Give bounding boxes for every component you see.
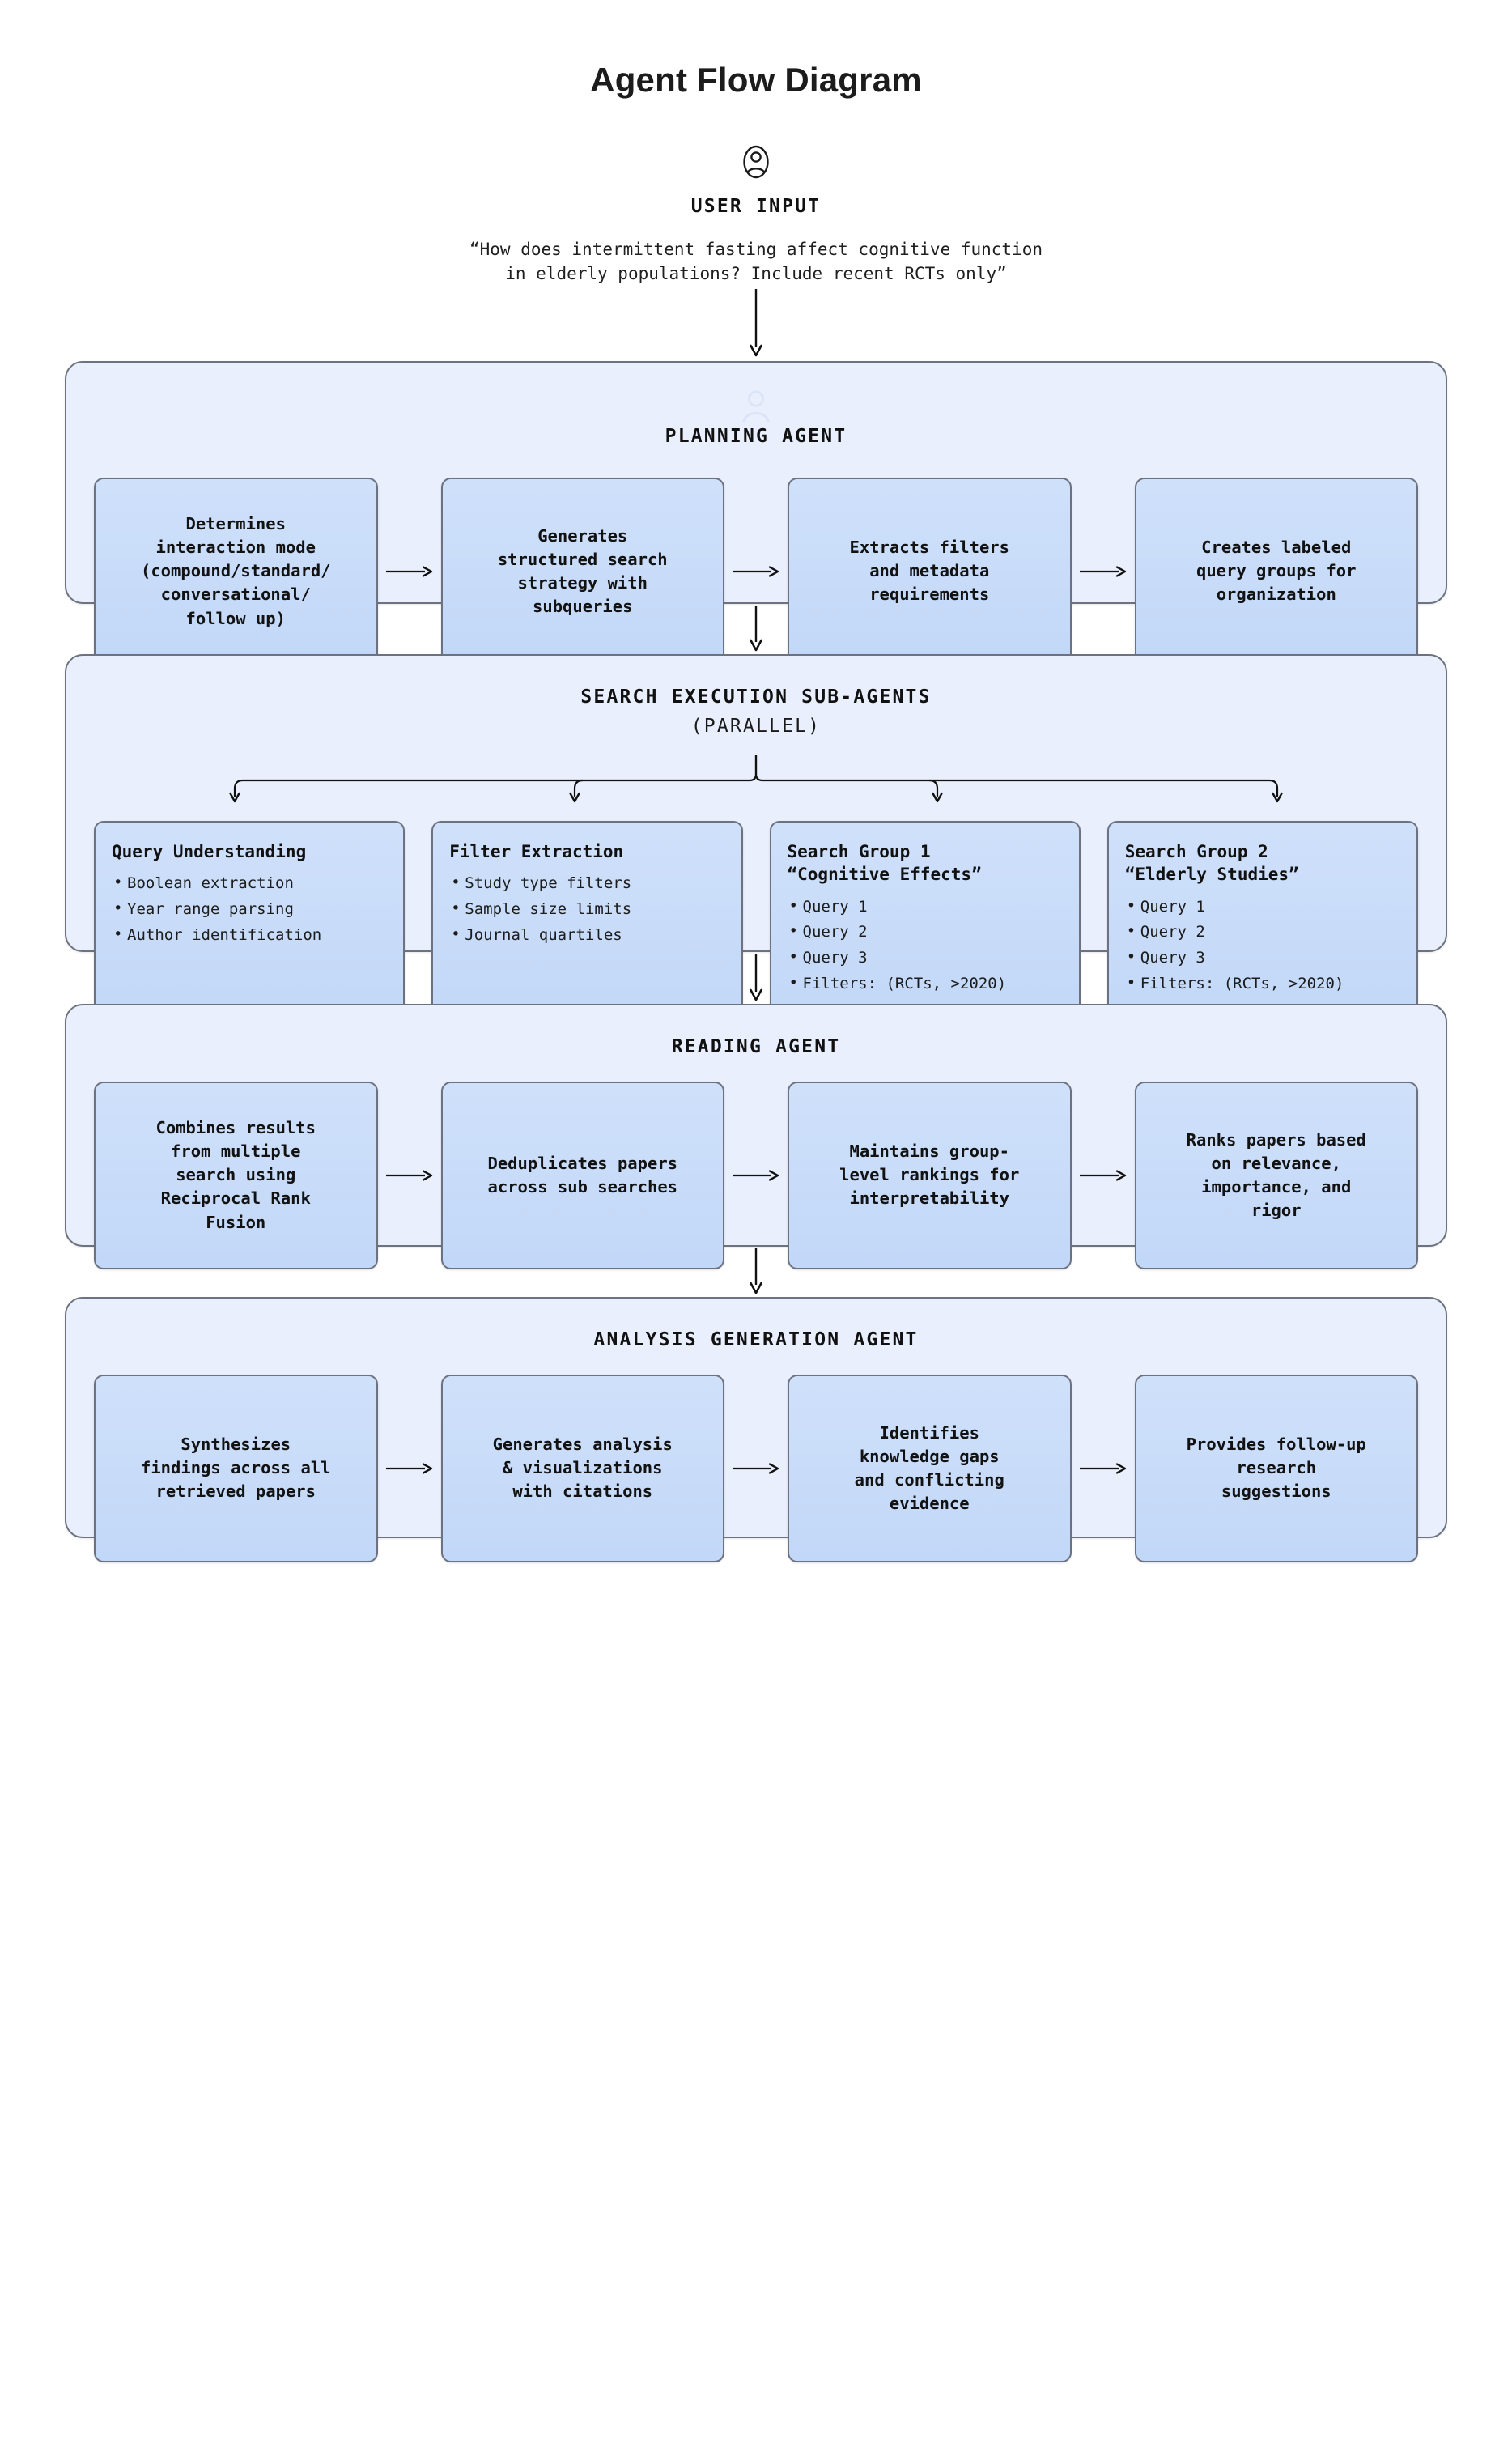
list-item: Query 3 <box>1125 945 1400 971</box>
arrow-right-icon <box>724 1082 788 1269</box>
connector-planning-to-search <box>0 604 1512 654</box>
arrow-right-icon <box>724 1375 788 1562</box>
fanout-branch-connector <box>66 754 1446 811</box>
card-item-list: Boolean extraction Year range parsing Au… <box>112 870 387 949</box>
step-box: Deduplicates papers across sub searches <box>440 1081 724 1269</box>
list-item: Query 2 <box>788 919 1063 946</box>
list-item: Study type filters <box>449 870 724 897</box>
step-box: Maintains group- level rankings for inte… <box>788 1081 1072 1269</box>
section-title-analysis: ANALYSIS GENERATION AGENT <box>593 1328 919 1350</box>
arrow-right-icon <box>1072 478 1135 665</box>
card-item-list: Study type filters Sample size limits Jo… <box>449 870 724 949</box>
user-input-label: USER INPUT <box>690 196 822 217</box>
connector-user-to-planning <box>0 287 1512 361</box>
list-item: Query 1 <box>1125 894 1400 920</box>
section-reading-agent: READING AGENT Combines results from mult… <box>65 1003 1447 1269</box>
subagent-card: Search Group 2 “Elderly Studies” Query 1… <box>1106 820 1418 1022</box>
arrow-right-icon <box>724 478 788 665</box>
list-item: Year range parsing <box>112 896 387 923</box>
list-item: Query 3 <box>788 945 1063 971</box>
list-item: Journal quartiles <box>449 922 724 949</box>
section-search-execution: SEARCH EXECUTION SUB-AGENTS (PARALLEL) Q… <box>65 653 1447 1022</box>
reading-step-row: Combines results from multiple search us… <box>66 1081 1446 1269</box>
card-item-list: Query 1 Query 2 Query 3 Filters: (RCTs, … <box>788 894 1063 998</box>
page-title: Agent Flow Diagram <box>590 61 922 99</box>
planning-step-row: Determines interaction mode (compound/st… <box>66 477 1446 665</box>
arrow-right-icon <box>378 1082 441 1269</box>
list-item: Sample size limits <box>449 896 724 923</box>
subagent-card-row: Query Understanding Boolean extraction Y… <box>66 820 1446 1022</box>
arrow-right-icon <box>1072 1375 1135 1562</box>
section-analysis-generation-agent: ANALYSIS GENERATION AGENT Synthesizes fi… <box>65 1296 1447 1562</box>
arrow-right-icon <box>1072 1082 1135 1269</box>
card-title: Query Understanding <box>112 841 307 861</box>
list-item: Query 2 <box>1125 919 1400 946</box>
step-box: Combines results from multiple search us… <box>94 1081 378 1269</box>
step-box: Provides follow-up research suggestions <box>1134 1374 1418 1562</box>
card-title: Search Group 1 “Cognitive Effects” <box>787 841 982 885</box>
connector-search-to-reading <box>0 952 1512 1004</box>
section-planning-agent: PLANNING AGENT Determines interaction mo… <box>65 360 1447 665</box>
list-item: Author identification <box>112 922 387 949</box>
step-box: Synthesizes findings across all retrieve… <box>94 1374 378 1562</box>
section-title-reading: READING AGENT <box>671 1035 841 1057</box>
arrow-right-icon <box>378 478 441 665</box>
card-title: Filter Extraction <box>449 841 624 861</box>
step-box: Identifies knowledge gaps and conflictin… <box>788 1374 1072 1562</box>
subagent-card: Query Understanding Boolean extraction Y… <box>94 820 406 1022</box>
list-item: Query 1 <box>788 894 1063 920</box>
step-box: Creates labeled query groups for organiz… <box>1134 477 1418 665</box>
section-title-search: SEARCH EXECUTION SUB-AGENTS <box>580 686 932 708</box>
subagent-card: Filter Extraction Study type filters Sam… <box>431 820 743 1022</box>
card-item-list: Query 1 Query 2 Query 3 Filters: (RCTs, … <box>1125 894 1400 998</box>
list-item: Boolean extraction <box>112 870 387 897</box>
step-box: Extracts filters and metadata requiremen… <box>788 477 1072 665</box>
step-box: Ranks papers based on relevance, importa… <box>1134 1081 1418 1269</box>
step-box: Generates structured search strategy wit… <box>440 477 724 665</box>
section-subtitle-search: (PARALLEL) <box>690 715 822 737</box>
step-box: Determines interaction mode (compound/st… <box>94 477 378 665</box>
section-title-planning: PLANNING AGENT <box>665 425 847 447</box>
subagent-card: Search Group 1 “Cognitive Effects” Query… <box>769 820 1081 1022</box>
user-input-block: USER INPUT “How does intermittent fastin… <box>0 142 1512 287</box>
list-item: Filters: (RCTs, >2020) <box>788 971 1063 997</box>
arrow-right-icon <box>378 1375 441 1562</box>
step-box: Generates analysis & visualizations with… <box>440 1374 724 1562</box>
user-circle-icon <box>0 142 1512 182</box>
list-item: Filters: (RCTs, >2020) <box>1125 971 1400 997</box>
card-title: Search Group 2 “Elderly Studies” <box>1124 841 1299 885</box>
analysis-step-row: Synthesizes findings across all retrieve… <box>66 1374 1446 1562</box>
connector-reading-to-analysis <box>0 1247 1512 1297</box>
user-query-text: “How does intermittent fasting affect co… <box>469 240 1043 284</box>
